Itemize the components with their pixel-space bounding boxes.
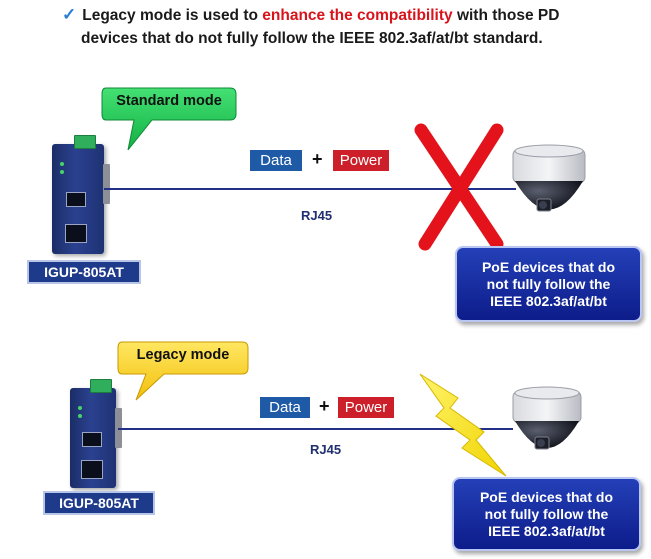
header-text: ✓Legacy mode is used to enhance the comp…: [62, 3, 642, 50]
power-tag: Power: [333, 150, 389, 171]
dome-camera-icon: [512, 144, 586, 212]
highlight-text: enhance the compatibility: [262, 7, 453, 24]
rj45-cable: [104, 188, 516, 190]
plus-sign: +: [312, 149, 323, 169]
standard-mode-label: Standard mode: [116, 93, 222, 109]
power-tag: Power: [338, 397, 394, 418]
standard-mode-bubble: [101, 87, 237, 151]
scenario-standard: Standard mode IGUP-805AT Data + Power RJ…: [27, 87, 642, 322]
pd-device-text: PoE devices that do not fully follow the…: [479, 488, 614, 539]
legacy-mode-label: Legacy mode: [136, 347, 230, 363]
rj45-cable: [118, 428, 513, 430]
scenario-legacy: Legacy mode IGUP-805AT Data + Power RJ45…: [0, 330, 651, 559]
led-indicator: [78, 406, 82, 410]
sfp-port: [66, 192, 86, 207]
terminal-block: [74, 135, 96, 149]
lightning-bolt-icon: [419, 373, 507, 477]
sfp-port: [82, 432, 102, 447]
pd-device-box: PoE devices that do not fully follow the…: [455, 246, 642, 322]
led-indicator: [60, 170, 64, 174]
switch-device-icon: [52, 135, 110, 254]
device-model-label: IGUP-805AT: [27, 260, 141, 284]
terminal-block: [90, 379, 112, 393]
din-rail-clip: [103, 164, 110, 204]
red-x-icon: [414, 123, 504, 251]
rj45-port: [65, 224, 87, 243]
plus-sign: +: [319, 396, 330, 416]
cable-label: RJ45: [301, 208, 333, 223]
pd-device-text: PoE devices that do not fully follow the…: [481, 258, 616, 309]
cable-label: RJ45: [310, 442, 342, 457]
data-tag: Data: [250, 150, 302, 171]
legacy-mode-bubble: [117, 341, 249, 401]
pd-device-box: PoE devices that do not fully follow the…: [452, 477, 641, 551]
switch-device-icon: [70, 379, 122, 488]
header-line-2: devices that do not fully follow the IEE…: [81, 30, 543, 47]
led-indicator: [78, 414, 82, 418]
data-tag: Data: [260, 397, 310, 418]
checkmark-icon: ✓: [62, 5, 77, 24]
led-indicator: [60, 162, 64, 166]
header-line-1: ✓Legacy mode is used to enhance the comp…: [62, 5, 560, 24]
rj45-port: [81, 460, 103, 479]
device-model-label: IGUP-805AT: [43, 491, 155, 515]
dome-camera-icon: [512, 386, 582, 450]
